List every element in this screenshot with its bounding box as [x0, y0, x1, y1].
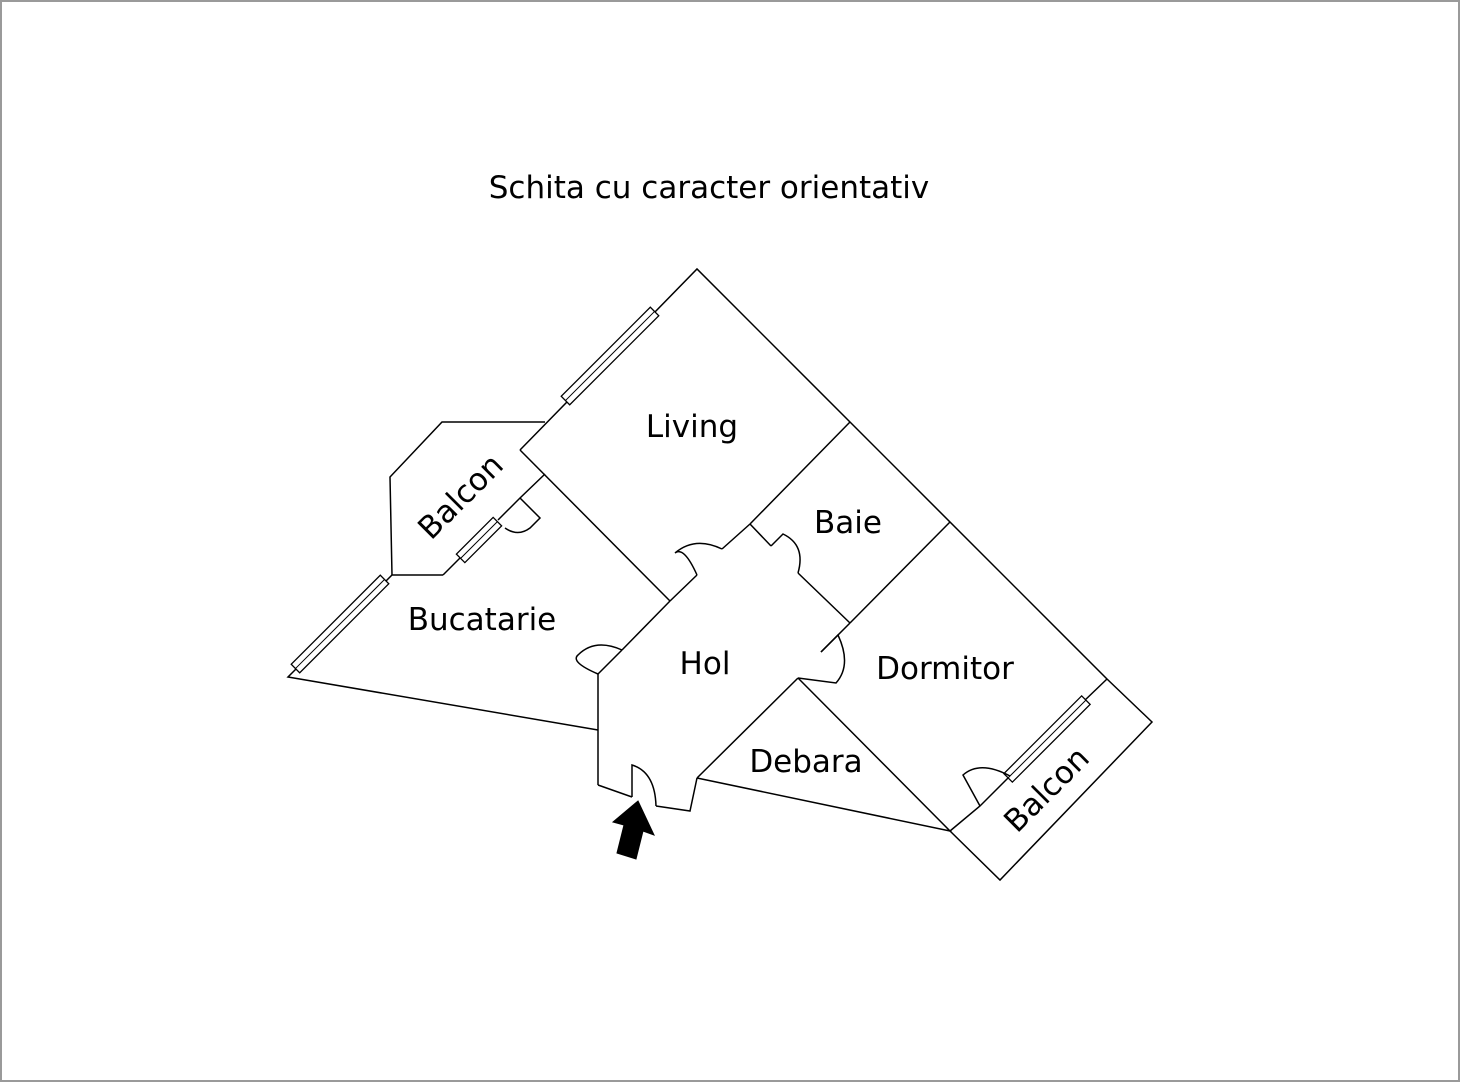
window-balcon-left — [455, 516, 503, 564]
doors — [504, 497, 1011, 807]
room-label-living: Living — [646, 409, 738, 445]
wall-bucatarie-west — [383, 574, 443, 584]
door-dormitor — [797, 633, 846, 684]
wall-living-northwest — [519, 267, 1154, 882]
wall-living-bucatarie — [519, 449, 671, 602]
room-label-bucatarie: Bucatarie — [408, 602, 557, 638]
wall-baie-hol — [749, 523, 851, 624]
window-bucatarie — [290, 574, 390, 674]
page-title: Schita cu caracter orientativ — [489, 170, 930, 206]
room-label-debara: Debara — [749, 744, 862, 780]
wall-balcon-left — [389, 421, 545, 576]
wall-entrance — [597, 777, 698, 812]
windows — [290, 306, 1092, 784]
door-entrance — [631, 763, 657, 807]
wall-bucatarie-south — [286, 667, 599, 731]
door-balcon-right — [962, 767, 1011, 807]
wall-baie-dormitor — [849, 521, 951, 624]
wall-hol-living — [669, 523, 751, 602]
room-label-hol: Hol — [680, 646, 731, 682]
room-label-balcon-right: Balcon — [997, 740, 1096, 839]
room-label-dormitor: Dormitor — [876, 651, 1014, 687]
window-living — [560, 306, 660, 406]
entrance-arrow-icon — [611, 800, 655, 860]
door-living — [674, 542, 723, 576]
room-label-baie: Baie — [814, 505, 882, 541]
wall-living-baie — [749, 421, 851, 525]
door-bucatarie — [575, 644, 623, 675]
wall-hol-bucatarie — [597, 600, 671, 785]
window-dormitor — [1002, 694, 1092, 784]
door-baie — [770, 533, 801, 574]
door-balcon-left — [504, 497, 542, 534]
